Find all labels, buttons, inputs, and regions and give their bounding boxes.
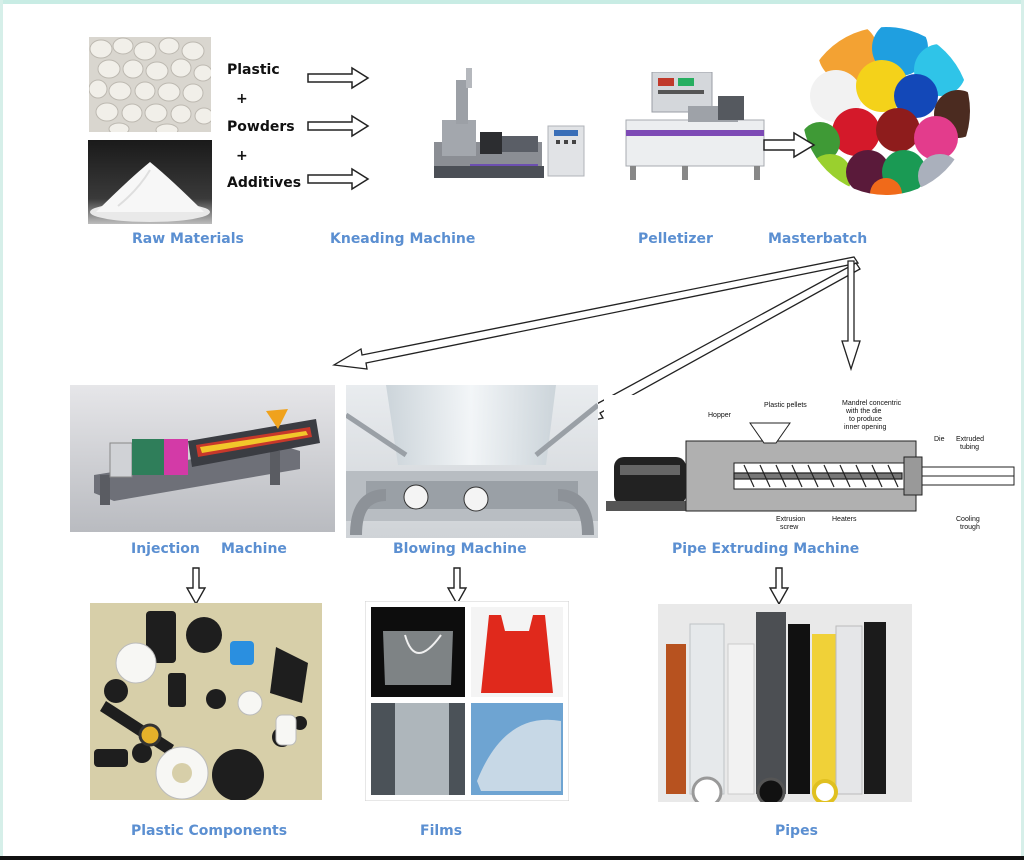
raw-materials-label: Raw Materials — [132, 231, 244, 247]
extruder-hopper-text: Hopper — [708, 412, 732, 419]
arrow-to-components — [185, 567, 207, 606]
masterbatch-photo — [800, 26, 972, 196]
arrow-powders — [307, 114, 370, 138]
arrow-additives — [307, 167, 370, 191]
plus-sign-2: + — [236, 148, 248, 164]
arrow-to-extruder — [841, 260, 861, 372]
plastic-components-label: Plastic Components — [131, 823, 288, 839]
white-powder-photo — [88, 140, 212, 224]
extruder-cooling-text-1: Cooling — [956, 516, 980, 523]
extruder-tubing-text-2: tubing — [960, 444, 979, 451]
arrow-to-films — [446, 567, 468, 606]
plastic-pellets-photo — [89, 37, 211, 132]
blowing-machine-photo — [346, 385, 598, 538]
extruder-mandrel-text-1: Mandrel concentric — [842, 400, 902, 407]
pelletizer-to-masterbatch-arrow — [763, 131, 816, 159]
kneading-machine-photo — [420, 66, 600, 184]
pipe-extruder-diagram: Hopper Plastic pellets Mandrel concentri… — [604, 395, 1018, 540]
down-arrows — [185, 567, 790, 606]
extruder-screw-text-2: screw — [780, 524, 799, 531]
bottom-border — [0, 856, 1024, 860]
pelletizer-photo — [622, 72, 768, 184]
pelletizer-label: Pelletizer — [638, 231, 713, 247]
plastic-components-photo — [90, 603, 322, 800]
extruder-mandrel-text-3: to produce — [849, 416, 882, 423]
extruder-heaters-text: Heaters — [832, 516, 857, 523]
top-border — [0, 0, 1024, 4]
pipes-label: Pipes — [775, 823, 818, 839]
plus-sign-1: + — [236, 91, 248, 107]
extruder-screw-text-1: Extrusion — [776, 516, 805, 523]
extruder-mandrel-text-4: inner opening — [844, 424, 887, 431]
injection-label: Injection — [131, 541, 200, 557]
additives-word: Additives — [227, 175, 302, 191]
extruder-tubing-text-1: Extruded — [956, 436, 984, 443]
injection-machine-label: Machine — [221, 541, 287, 557]
injection-machine-photo — [70, 385, 335, 532]
right-border — [1021, 0, 1024, 860]
extruder-pellets-text: Plastic pellets — [764, 402, 807, 409]
row1-arrows — [307, 66, 370, 191]
kneading-machine-label: Kneading Machine — [330, 231, 476, 247]
powders-word: Powders — [227, 119, 295, 135]
extruder-die-text: Die — [934, 436, 945, 443]
pipes-photo — [658, 604, 912, 802]
films-label: Films — [420, 823, 463, 839]
films-photo — [365, 601, 569, 801]
extruder-cooling-text-2: trough — [960, 524, 980, 531]
extruder-mandrel-text-2: with the die — [845, 408, 882, 415]
left-border — [0, 0, 3, 860]
arrow-to-pipes — [768, 567, 790, 606]
masterbatch-label: Masterbatch — [768, 231, 868, 247]
pipe-extruding-machine-label: Pipe Extruding Machine — [672, 541, 860, 557]
blowing-machine-label: Blowing Machine — [393, 541, 527, 557]
arrow-to-injection — [332, 256, 860, 370]
branch-arrows — [332, 256, 861, 427]
arrow-plastic — [307, 66, 370, 90]
plastic-word: Plastic — [227, 62, 280, 78]
